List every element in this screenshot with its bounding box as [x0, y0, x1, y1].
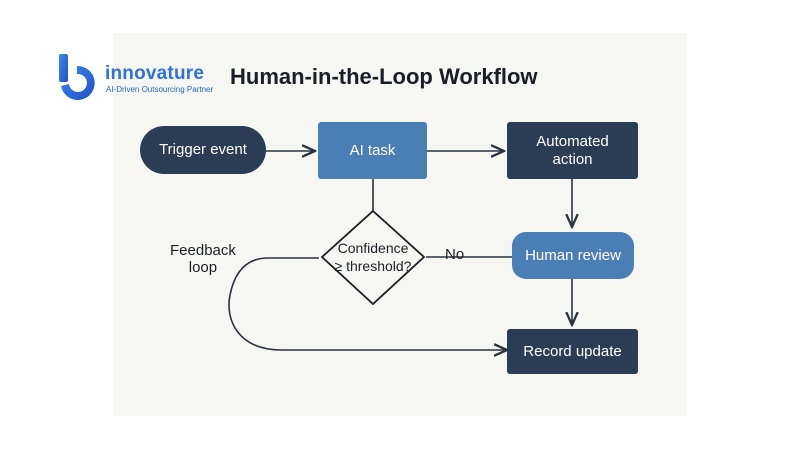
no-edge-label: No	[445, 246, 465, 263]
brand-name: innovature	[105, 63, 205, 84]
diagram-title: Human-in-the-Loop Workflow	[230, 64, 538, 89]
feedback-loop-label: Feedback loop	[170, 242, 236, 276]
decision-node	[320, 209, 426, 306]
record-update-node	[507, 329, 638, 374]
automated-action-node	[507, 122, 638, 179]
human-review-node	[512, 232, 634, 279]
record-update-node-label: Record update	[523, 342, 622, 360]
trigger-node	[140, 126, 266, 174]
ai-task-node-label: AI task	[349, 141, 396, 159]
brand-tagline: AI-Driven Outsourcing Partner	[106, 85, 214, 94]
automated-action-node-label: Automated action	[536, 132, 609, 168]
human-review-node-label: Human review	[525, 246, 621, 264]
feedback-loop-arrow	[228, 257, 507, 350]
decision-node-label: Confidence ≥ threshold?	[334, 240, 412, 274]
trigger-node-label: Trigger event	[159, 141, 247, 158]
ai-task-node	[318, 122, 427, 179]
innovature-logo-icon	[59, 54, 95, 100]
